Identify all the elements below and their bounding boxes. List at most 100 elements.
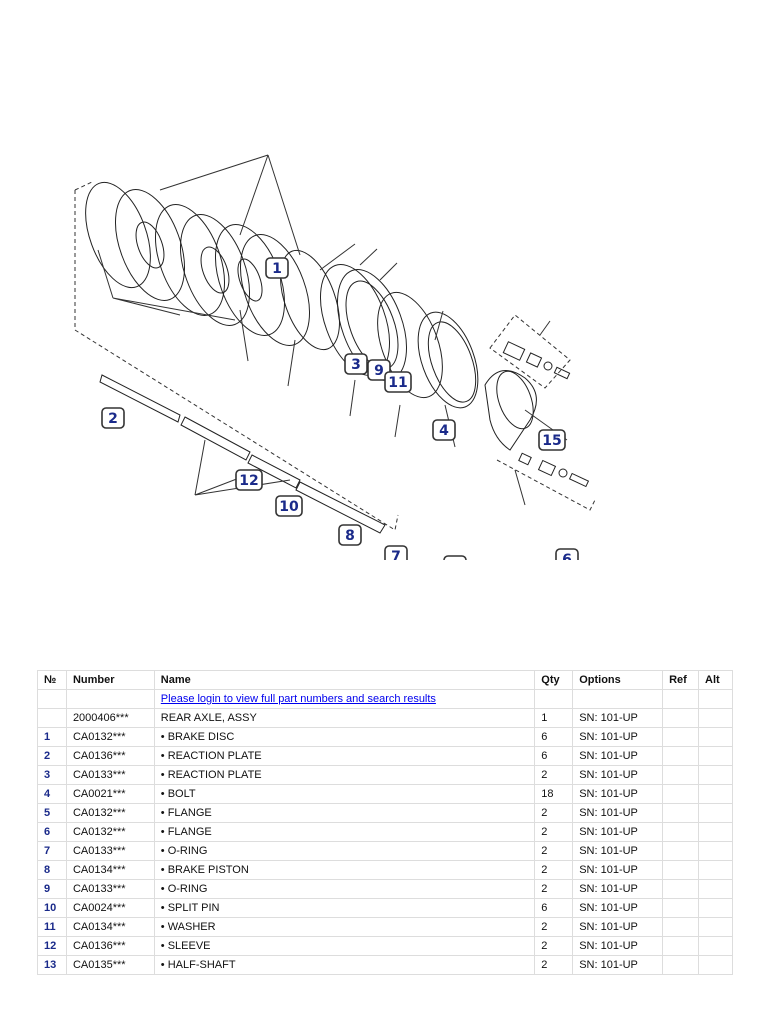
row-ref	[662, 708, 700, 728]
row-qty: 2	[534, 803, 574, 823]
row-ref	[662, 879, 700, 899]
login-row: Please login to view full part numbers a…	[37, 689, 733, 709]
row-number: CA0132***	[65, 822, 155, 842]
row-ref	[662, 727, 700, 747]
row-no: 8	[37, 860, 67, 880]
row-alt	[698, 898, 733, 918]
row-number: CA0024***	[65, 898, 155, 918]
row-ref	[662, 917, 700, 937]
row-no	[37, 708, 67, 728]
callout-4: 4	[432, 419, 456, 441]
header-name: Name	[153, 670, 536, 690]
row-alt	[698, 746, 733, 766]
row-alt	[698, 708, 733, 728]
leader-lines	[97, 154, 568, 506]
row-options: SN: 101-UP	[572, 727, 664, 747]
row-options: SN: 101-UP	[572, 917, 664, 937]
row-name: • HALF-SHAFT	[153, 955, 536, 975]
row-qty: 2	[534, 860, 574, 880]
row-no: 4	[37, 784, 67, 804]
half-shafts	[99, 374, 386, 534]
callout-3: 3	[344, 353, 368, 375]
row-alt	[698, 727, 733, 747]
row-ref	[662, 955, 700, 975]
row-options: SN: 101-UP	[572, 784, 664, 804]
row-number: CA0132***	[65, 727, 155, 747]
row-options: SN: 101-UP	[572, 936, 664, 956]
callout-15: 15	[538, 429, 566, 451]
flange-bracket	[484, 370, 537, 451]
row-no: 1	[37, 727, 67, 747]
row-no: 5	[37, 803, 67, 823]
row-qty: 2	[534, 936, 574, 956]
row-ref	[662, 898, 700, 918]
row-options: SN: 101-UP	[572, 746, 664, 766]
svg-text:9: 9	[374, 363, 384, 379]
header-no: №	[37, 670, 67, 690]
bolt-set-lower	[518, 452, 590, 488]
row-qty: 2	[534, 822, 574, 842]
row-options: SN: 101-UP	[572, 708, 664, 728]
row-number: CA0134***	[65, 860, 155, 880]
row-name: • SPLIT PIN	[153, 898, 536, 918]
row-no: 12	[37, 936, 67, 956]
callout-1: 1	[265, 257, 289, 279]
row-no: 11	[37, 917, 67, 937]
row-alt	[698, 879, 733, 899]
svg-text:11: 11	[388, 375, 407, 391]
row-name: • O-RING	[153, 841, 536, 861]
row-alt	[698, 841, 733, 861]
row-qty: 18	[534, 784, 574, 804]
header-number: Number	[65, 670, 155, 690]
svg-text:5: 5	[450, 559, 460, 560]
login-link[interactable]: Please login to view full part numbers a…	[160, 693, 436, 705]
table-header-row: № Number Name Qty Options Ref Alt	[37, 670, 733, 690]
header-qty: Qty	[534, 670, 574, 690]
row-qty: 2	[534, 765, 574, 785]
row-number: CA0136***	[65, 936, 155, 956]
svg-text:8: 8	[345, 528, 355, 544]
svg-text:3: 3	[351, 357, 361, 373]
row-name: • SLEEVE	[153, 936, 536, 956]
row-ref	[662, 841, 700, 861]
row-number: CA0132***	[65, 803, 155, 823]
row-options: SN: 101-UP	[572, 803, 664, 823]
header-options: Options	[572, 670, 664, 690]
row-qty: 2	[534, 841, 574, 861]
row-ref	[662, 765, 700, 785]
svg-text:6: 6	[562, 552, 572, 560]
row-name: • REACTION PLATE	[153, 765, 536, 785]
row-qty: 2	[534, 955, 574, 975]
row-name: • FLANGE	[153, 822, 536, 842]
row-options: SN: 101-UP	[572, 822, 664, 842]
row-name: • REACTION PLATE	[153, 746, 536, 766]
row-name: • BRAKE DISC	[153, 727, 536, 747]
row-ref	[662, 803, 700, 823]
callout-6: 6	[555, 548, 579, 560]
row-number: CA0136***	[65, 746, 155, 766]
row-qty: 2	[534, 879, 574, 899]
row-number: CA0021***	[65, 784, 155, 804]
row-qty: 6	[534, 727, 574, 747]
row-no: 7	[37, 841, 67, 861]
row-number: CA0133***	[65, 841, 155, 861]
row-no: 3	[37, 765, 67, 785]
row-alt	[698, 860, 733, 880]
svg-text:2: 2	[108, 411, 118, 427]
callout-12: 12	[235, 469, 263, 491]
callout-5: 5	[443, 555, 467, 560]
row-no: 10	[37, 898, 67, 918]
row-name: • BOLT	[153, 784, 536, 804]
exploded-parts-diagram: 1 2 3 9 11 4 15 12 10 8 7 5 6 14 13	[0, 120, 768, 560]
